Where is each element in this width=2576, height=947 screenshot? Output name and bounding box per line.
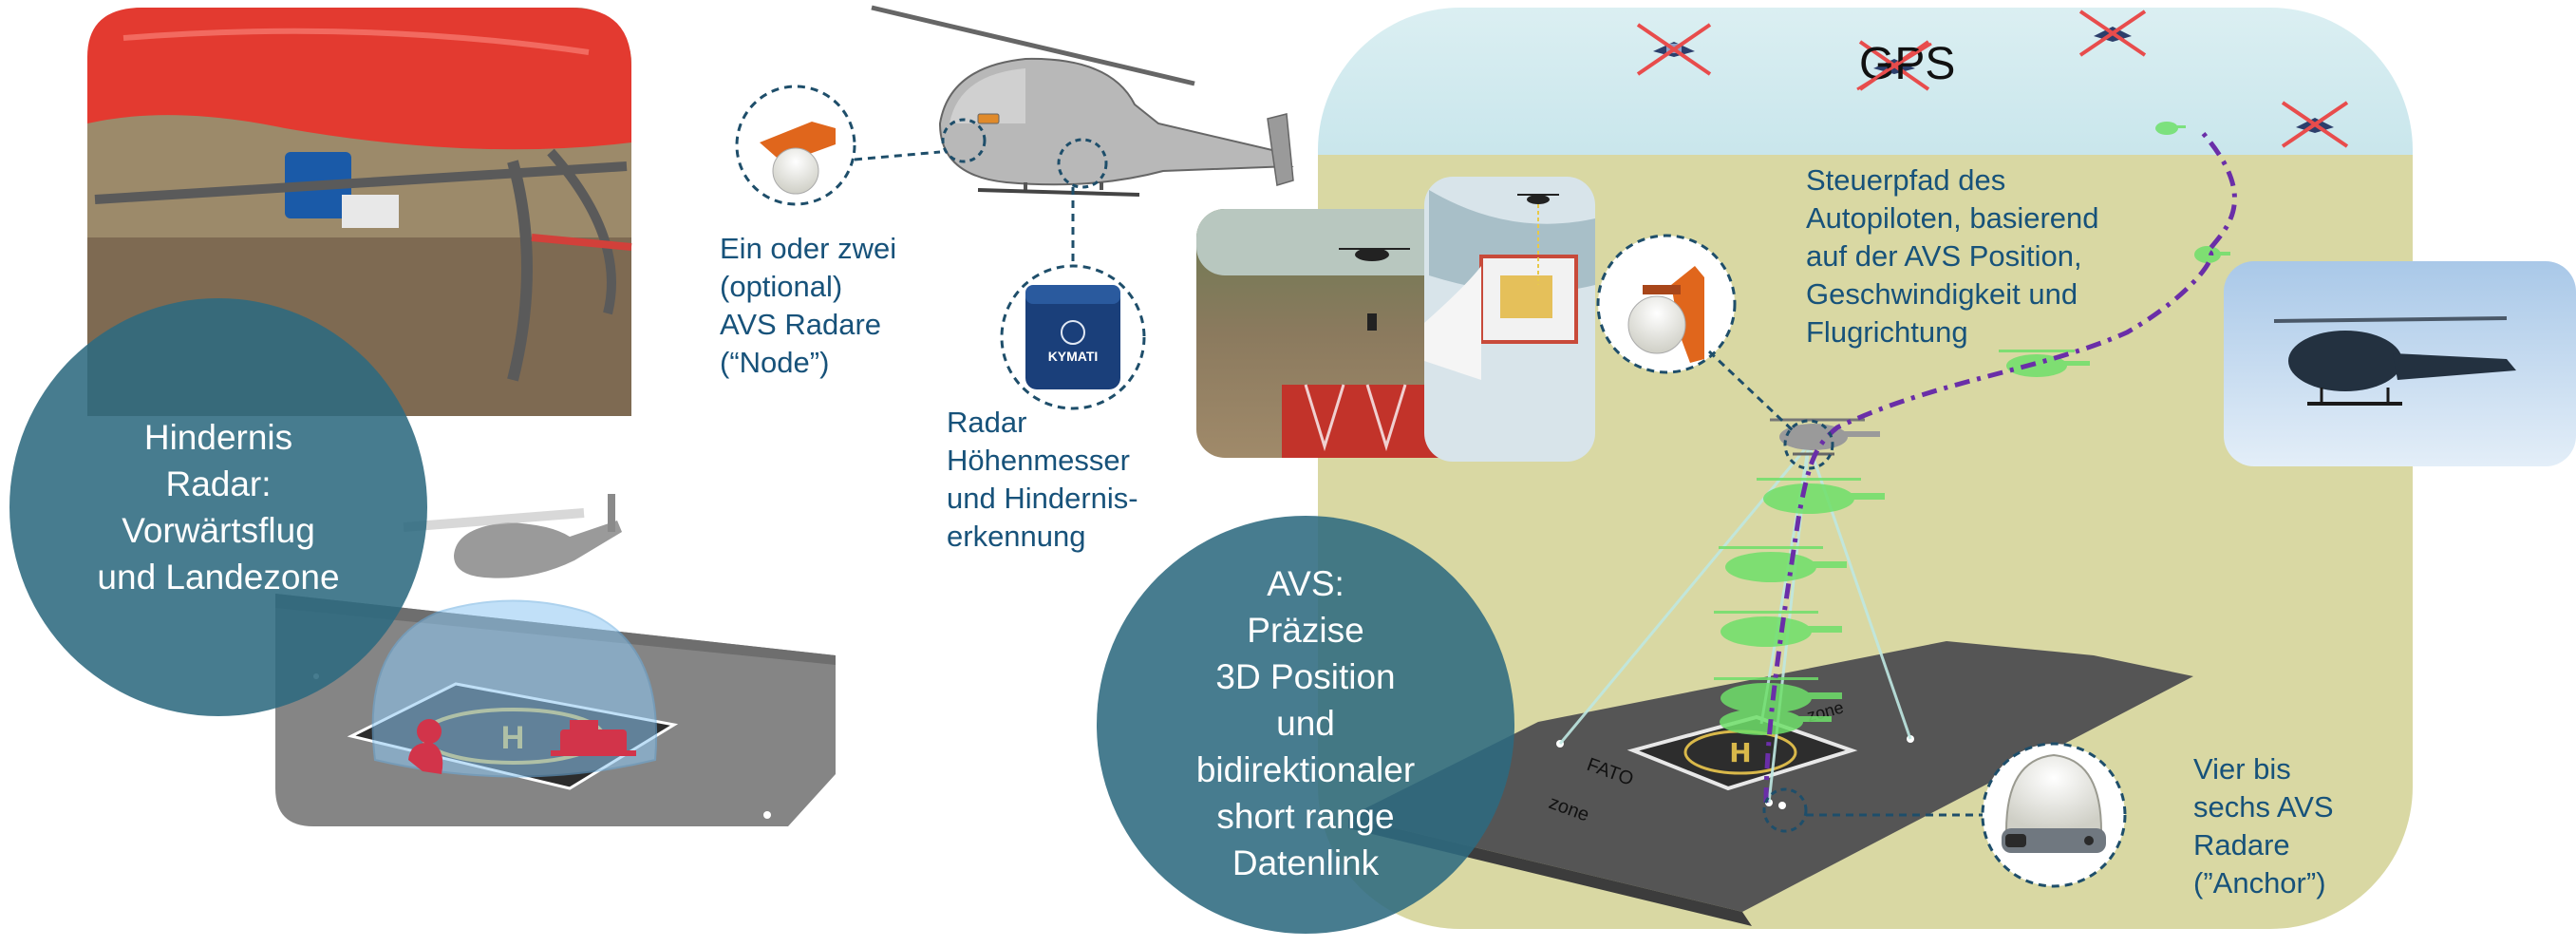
obstacle-radar-circle	[9, 298, 427, 716]
label-line: Geschwindigkeit und	[1806, 277, 2078, 311]
vehicle-obstacle-icon	[551, 720, 636, 756]
unmanned-helicopter-illustration	[871, 5, 1294, 197]
drone-icon	[2194, 246, 2230, 263]
drone-icon	[1999, 350, 2090, 377]
node-radar-label: Ein oder zwei (optional) AVS Radare (“No…	[720, 230, 896, 382]
device-brand-label: KYMATI	[1048, 349, 1099, 364]
label-line: sechs AVS	[2193, 790, 2334, 824]
drone-icon	[1714, 611, 1842, 647]
label-line: Radar	[947, 406, 1027, 439]
autopilot-path	[1763, 131, 2237, 804]
anchor-radar-device	[1981, 742, 2127, 888]
caption-line: 3D Position	[1215, 657, 1396, 696]
autopilot-path-label: Steuerpfad des Autopiloten, basierend au…	[1806, 161, 2099, 351]
node-connector	[854, 150, 941, 161]
caption-line: Präzise	[1247, 611, 1364, 650]
svg-text:H: H	[1729, 737, 1751, 768]
anchor-position-marker	[1762, 787, 1808, 833]
caption-line: und Landezone	[97, 558, 340, 597]
helicopter-above-pad-icon	[403, 494, 622, 578]
drone-icon	[1714, 677, 1842, 713]
crossed-satellite-icon	[1636, 23, 1712, 76]
label-line: Ein oder zwei	[720, 232, 897, 265]
label-line: auf der AVS Position,	[1806, 239, 2082, 273]
drone-icon	[1757, 478, 1885, 514]
drone-icon	[1720, 709, 1832, 735]
descending-drone-sequence	[1714, 122, 2230, 735]
gps-label: GPS	[1859, 39, 1956, 89]
wind-turbine-drone-photo	[1424, 177, 1595, 462]
node-radar-device-right	[1596, 234, 1737, 374]
node-mount-marker	[941, 118, 987, 163]
caption-line: Datenlink	[1232, 843, 1380, 882]
label-line: Vier bis	[2193, 752, 2291, 786]
caption-line: Vorwärtsflug	[122, 511, 315, 550]
avs-position-circle	[1097, 516, 1514, 934]
sky-band	[1318, 8, 2413, 155]
label-line: Höhenmesser	[947, 444, 1130, 477]
label-line: (”Anchor”)	[2193, 866, 2326, 900]
caption-line: Radar:	[165, 464, 272, 503]
anchor-radar-label: Vier bis sechs AVS Radare (”Anchor”)	[2193, 750, 2334, 902]
landing-zone-scene: H	[275, 494, 836, 826]
caption-line: bidirektionaler	[1195, 750, 1416, 789]
label-line: Flugrichtung	[1806, 315, 1968, 349]
crossed-satellite-icon	[2078, 9, 2147, 57]
caption-line: short range	[1216, 797, 1395, 836]
label-line: und Hindernis-	[947, 482, 1138, 515]
label-line: erkennung	[947, 520, 1086, 553]
label-line: (“Node”)	[720, 346, 830, 379]
hover-position-marker	[1783, 419, 1834, 470]
altimeter-mount-marker	[1057, 138, 1108, 189]
node-connector-right	[1707, 350, 1796, 434]
label-line: AVS Radare	[720, 308, 882, 341]
avs-position-caption: AVS: Präzise 3D Position und bidirektion…	[1116, 560, 1495, 886]
drone-icon	[2155, 122, 2186, 135]
label-line: Radare	[2193, 828, 2290, 862]
label-line: (optional)	[720, 270, 843, 303]
black-drone-sky-photo	[2224, 261, 2576, 466]
altimeter-label: Radar Höhenmesser und Hindernis- erkennu…	[947, 404, 1138, 556]
node-radar-device	[735, 85, 856, 206]
altimeter-radar-device: KYMATI	[1000, 264, 1146, 410]
caption-line: und	[1276, 704, 1335, 743]
obstacle-radar-caption: Hindernis Radar: Vorwärtsflug und Landez…	[28, 414, 408, 600]
label-line: Steuerpfad des	[1806, 163, 2006, 197]
label-line: Autopiloten, basierend	[1806, 201, 2099, 235]
person-obstacle-icon	[408, 719, 443, 774]
gps-strikethrough-icon	[1856, 42, 1932, 91]
caption-line: Hindernis	[143, 418, 293, 457]
caption-line: AVS:	[1267, 564, 1344, 603]
crossed-satellite-icon	[2281, 101, 2349, 148]
